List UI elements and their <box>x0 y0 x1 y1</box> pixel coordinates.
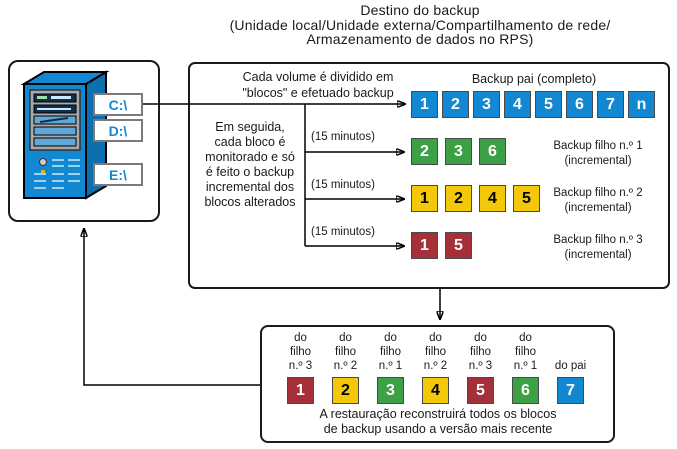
restore-block: 3 <box>377 377 404 404</box>
child-1-block: 3 <box>445 138 472 165</box>
restore-column: do filho n.º 2 2 <box>323 331 368 404</box>
child-3-blocks-row: 1 5 <box>411 232 472 259</box>
monitor-line: Em seguida, <box>215 120 285 134</box>
child-2-block: 2 <box>445 185 472 212</box>
restore-column-label: do filho n.º 1 <box>513 332 538 372</box>
child-2-block: 4 <box>479 185 506 212</box>
parent-block: 4 <box>504 91 531 118</box>
restore-column: do filho n.º 1 3 <box>368 331 413 404</box>
restore-column: do filho n.º 3 5 <box>458 331 503 404</box>
child-2-blocks-row: 1 2 4 5 <box>411 185 540 212</box>
parent-block: n <box>628 91 655 118</box>
restore-block: 2 <box>332 377 359 404</box>
restore-block: 6 <box>512 377 539 404</box>
restore-column-label: do pai <box>554 360 587 372</box>
restore-caption: A restauração reconstruirá todos os bloc… <box>268 407 608 437</box>
restore-columns: do filho n.º 3 1 do filho n.º 2 2 do fil… <box>278 331 594 404</box>
volume-split-text: Cada volume é dividido em "blocos" e efe… <box>203 70 433 101</box>
drive-c-label: C:\ <box>93 93 143 116</box>
parent-block: 6 <box>566 91 593 118</box>
child-1-blocks-row: 2 3 6 <box>411 138 506 165</box>
child-1-block: 6 <box>479 138 506 165</box>
volume-split-line-2: "blocos" e efetuado backup <box>242 85 394 100</box>
restore-column: do pai 7 <box>548 331 593 404</box>
volume-split-line-1: Cada volume é dividido em <box>242 70 394 84</box>
title-line-1: Destino do backup <box>360 2 480 18</box>
monitor-line: blocos alterados <box>204 195 296 209</box>
child-2-label-line-2: (incremental) <box>564 201 632 214</box>
restore-caption-line-2: de backup usando a versão mais recente <box>323 422 553 436</box>
drive-d-label: D:\ <box>93 119 143 142</box>
child-1-label-line-2: (incremental) <box>564 154 632 167</box>
drive-d-text: D:\ <box>108 122 128 139</box>
monitor-text: Em seguida, cada bloco é monitorado e só… <box>191 120 309 210</box>
child-2-block: 5 <box>513 185 540 212</box>
restore-block: 4 <box>422 377 449 404</box>
child-2-block: 1 <box>411 185 438 212</box>
interval-label-1: (15 minutos) <box>311 131 375 143</box>
parent-block: 3 <box>473 91 500 118</box>
restore-column-label: do filho n.º 1 <box>378 332 403 372</box>
parent-block: 7 <box>597 91 624 118</box>
parent-backup-label: Backup pai (completo) <box>471 72 597 86</box>
title-line-3: Armazenamento de dados no RPS) <box>306 31 534 47</box>
title-line-2: (Unidade local/Unidade externa/Compartil… <box>229 16 611 33</box>
restore-column-label: do filho n.º 3 <box>288 332 313 372</box>
child-1-block: 2 <box>411 138 438 165</box>
restore-column: do filho n.º 3 1 <box>278 331 323 404</box>
interval-label-2: (15 minutos) <box>311 179 375 191</box>
restore-column-label: do filho n.º 2 <box>333 332 358 372</box>
restore-column: do filho n.º 1 6 <box>503 331 548 404</box>
restore-caption-line-1: A restauração reconstruirá todos os bloc… <box>319 407 557 421</box>
child-2-label: Backup filho n.º 2 (incremental) <box>520 186 676 215</box>
restore-column-label: do filho n.º 2 <box>423 332 448 372</box>
drive-e-text: E:\ <box>109 166 127 183</box>
parent-block: 2 <box>442 91 469 118</box>
child-3-block: 5 <box>445 232 472 259</box>
diagram-title: Destino do backup (Unidade local/Unidade… <box>163 3 677 47</box>
parent-blocks-row: 1 2 3 4 5 6 7 n <box>411 91 655 118</box>
restore-column: do filho n.º 2 4 <box>413 331 458 404</box>
child-1-label: Backup filho n.º 1 (incremental) <box>520 139 676 168</box>
monitor-line: monitorado e só <box>205 150 295 164</box>
drive-c-text: C:\ <box>108 96 128 113</box>
drive-e-label: E:\ <box>93 163 143 186</box>
monitor-line: cada bloco é <box>214 135 286 149</box>
restore-column-label: do filho n.º 3 <box>468 332 493 372</box>
parent-block: 1 <box>411 91 438 118</box>
child-3-label-line-2: (incremental) <box>564 248 632 261</box>
child-1-label-line-1: Backup filho n.º 1 <box>553 140 643 152</box>
child-3-block: 1 <box>411 232 438 259</box>
restore-block: 7 <box>557 377 584 404</box>
restore-block: 5 <box>467 377 494 404</box>
restore-block: 1 <box>287 377 314 404</box>
interval-label-3: (15 minutos) <box>311 226 375 238</box>
monitor-line: é feito o backup <box>205 165 295 179</box>
child-2-label-line-1: Backup filho n.º 2 <box>553 187 643 199</box>
monitor-line: incremental dos <box>205 180 295 194</box>
child-3-label-line-1: Backup filho n.º 3 <box>553 234 643 246</box>
parent-block: 5 <box>535 91 562 118</box>
child-3-label: Backup filho n.º 3 (incremental) <box>520 233 676 262</box>
